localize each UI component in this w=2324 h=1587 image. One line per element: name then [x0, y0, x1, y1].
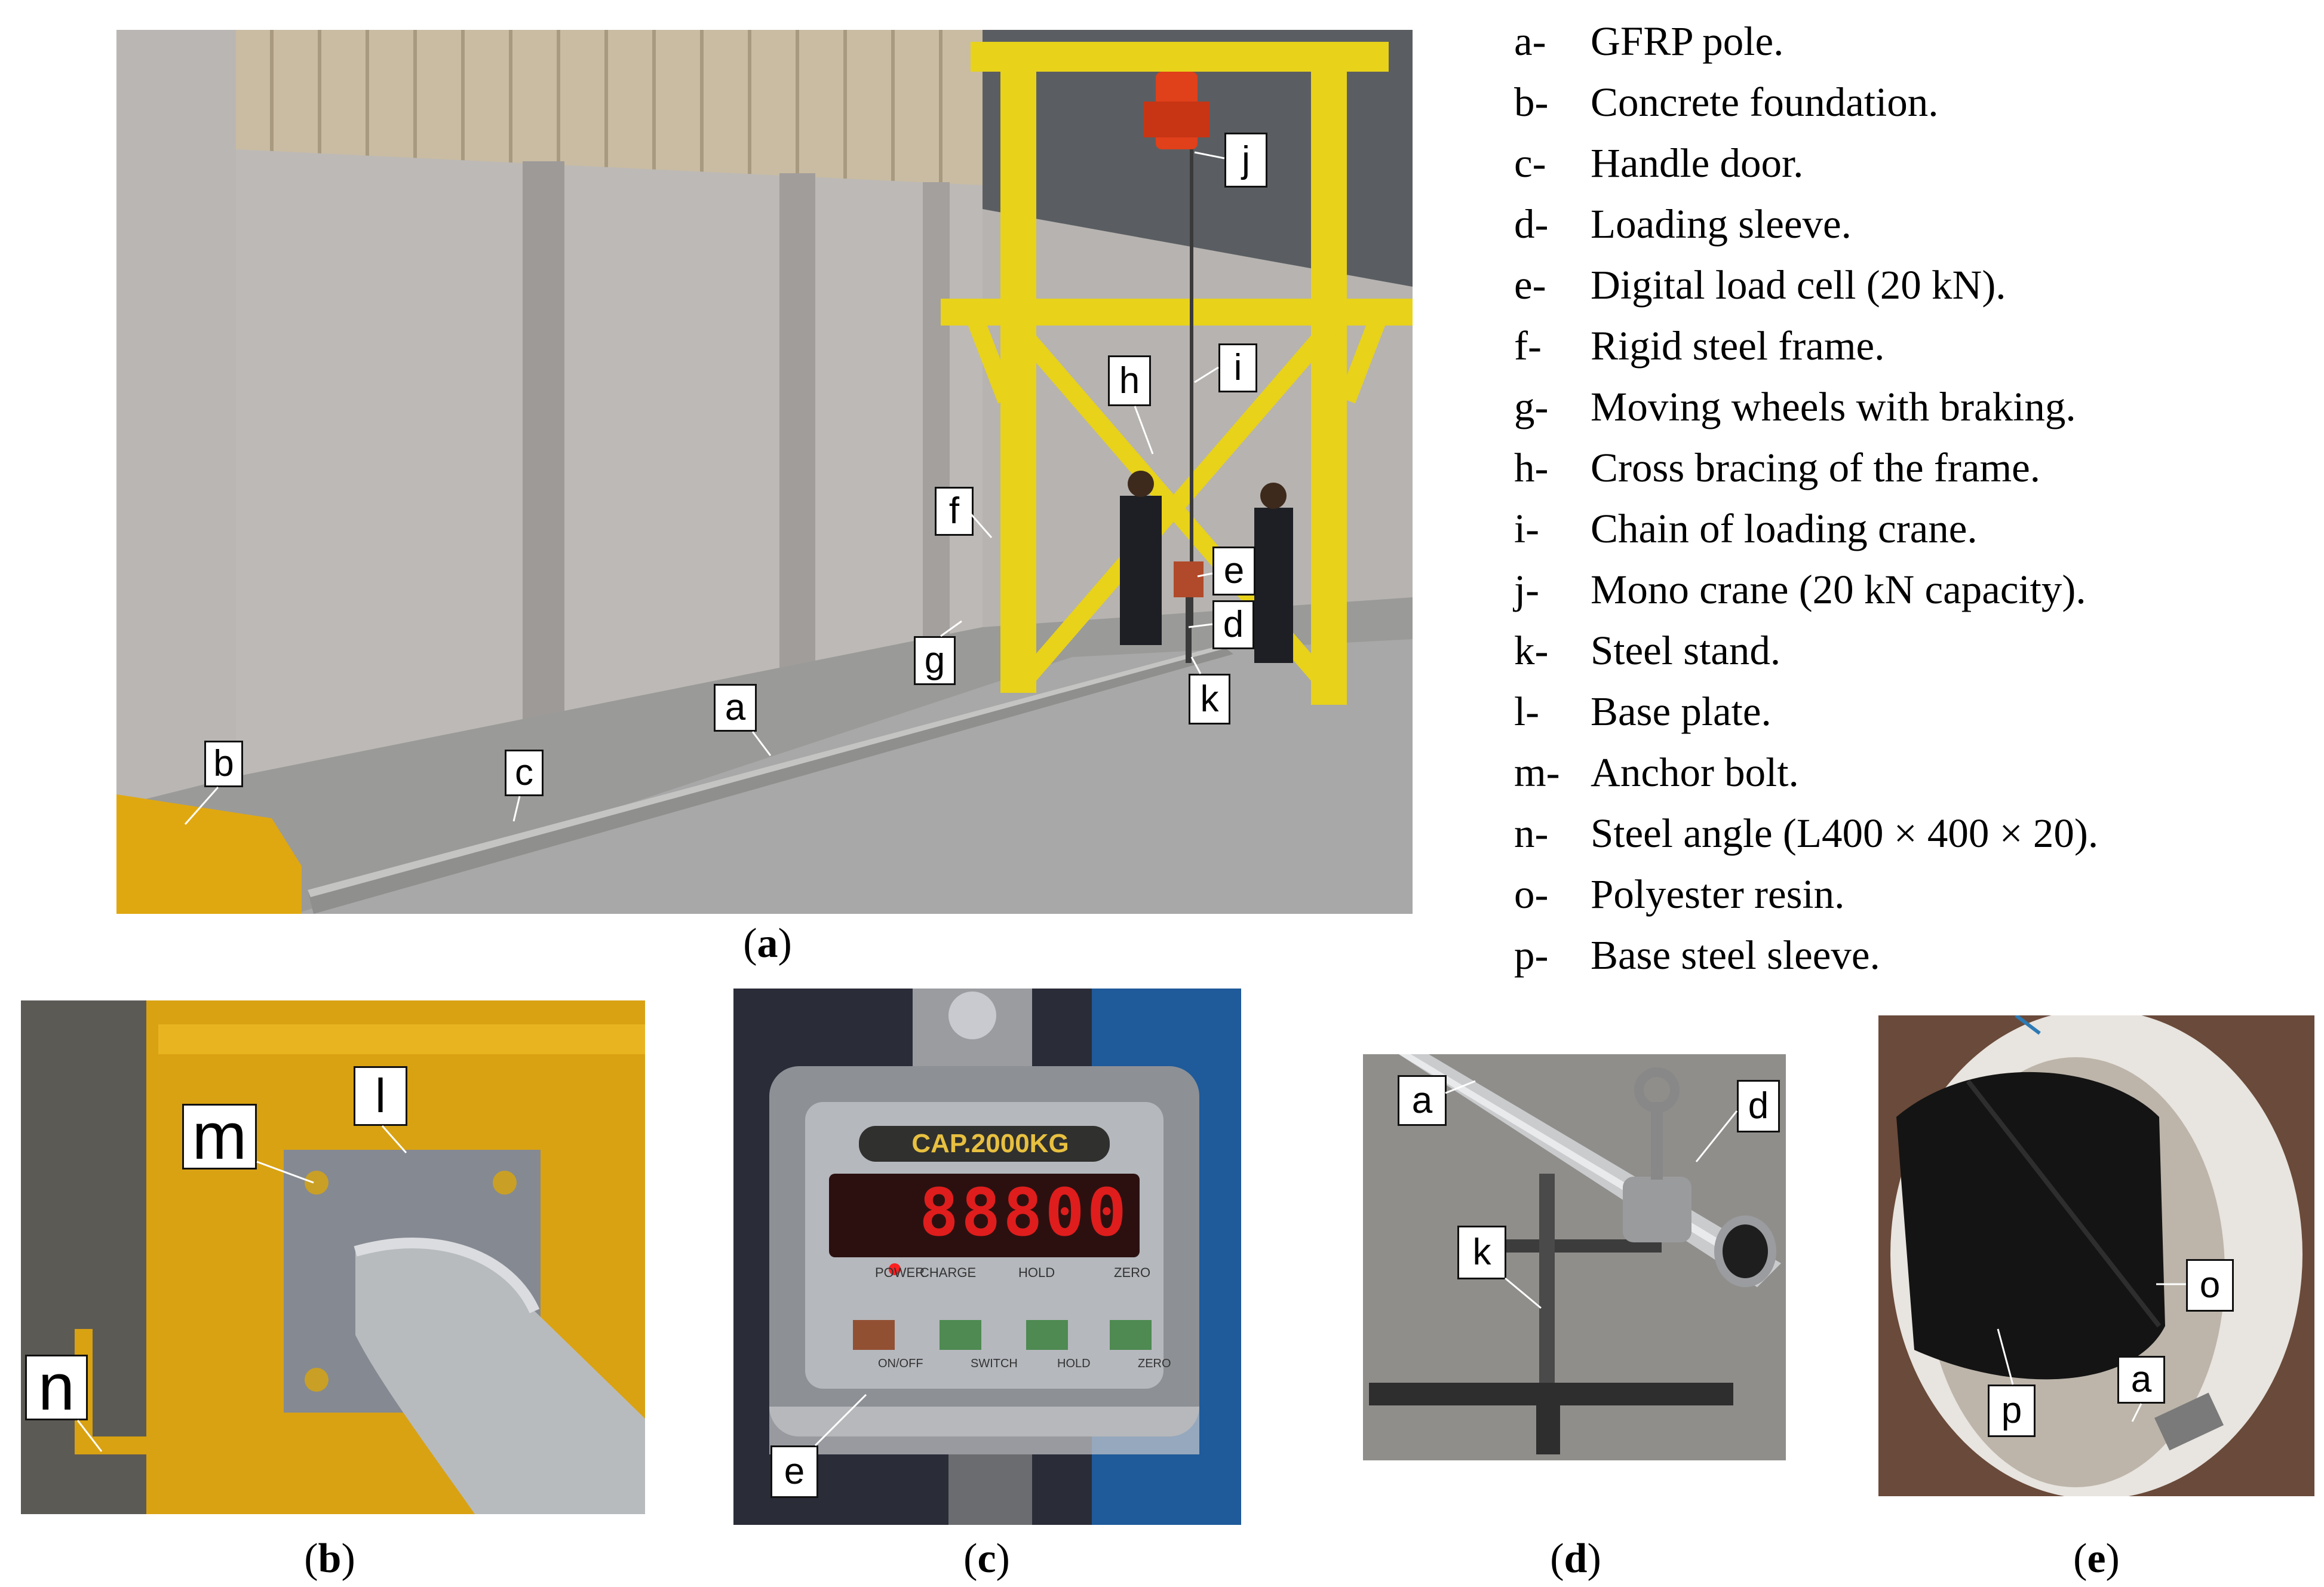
label-o-detail: o: [2186, 1259, 2234, 1312]
label-g: g: [914, 636, 956, 685]
legend-row-a: a-GFRP pole.: [1514, 19, 1784, 64]
photo-c: [733, 989, 1241, 1525]
label-d-detail: d: [1737, 1080, 1780, 1132]
label-e-detail: e: [770, 1445, 818, 1498]
switch-on-off: ON/OFF: [878, 1357, 923, 1370]
label-l: l: [354, 1066, 407, 1126]
indicator-charge: CHARGE: [920, 1265, 977, 1280]
label-k-detail: k: [1457, 1226, 1506, 1279]
legend-row-n: n-Steel angle (L400 × 400 × 20).: [1514, 811, 2099, 856]
photo-a-scene: [116, 30, 1413, 914]
caption-e: (e): [2073, 1536, 2120, 1582]
label-m: m: [182, 1104, 257, 1169]
label-i: i: [1218, 343, 1257, 392]
legend-row-o: o-Polyester resin.: [1514, 871, 1845, 917]
label-p-detail: p: [1988, 1385, 2036, 1437]
label-f: f: [935, 487, 974, 536]
switch-switch: SWITCH: [971, 1357, 1018, 1370]
label-e: e: [1212, 547, 1255, 595]
load-cell-led-display: 88800: [848, 1177, 1129, 1248]
label-b: b: [204, 741, 243, 787]
caption-c: (c): [963, 1536, 1010, 1582]
legend-row-p: p-Base steel sleeve.: [1514, 932, 1880, 978]
photo-b-scene: [21, 1000, 645, 1514]
indicator-zero: ZERO: [1114, 1265, 1151, 1280]
legend-row-j: j-Mono crane (20 kN capacity).: [1514, 567, 2086, 612]
indicator-hold: HOLD: [1018, 1265, 1055, 1280]
indicator-power: POWER: [875, 1265, 925, 1280]
legend-row-f: f-Rigid steel frame.: [1514, 323, 1885, 369]
legend-row-i: i-Chain of loading crane.: [1514, 506, 1978, 551]
load-cell-capacity: CAP.2000KG: [911, 1129, 1069, 1158]
legend-row-h: h-Cross bracing of the frame.: [1514, 445, 2041, 490]
legend-row-m: m-Anchor bolt.: [1514, 750, 1799, 795]
label-k: k: [1189, 674, 1230, 725]
legend-row-c: c-Handle door.: [1514, 140, 1804, 186]
label-a-detail-e: a: [2117, 1356, 2165, 1404]
switch-zero: ZERO: [1138, 1357, 1171, 1370]
label-h: h: [1108, 355, 1151, 406]
photo-e-scene: [1878, 1015, 2314, 1496]
legend-row-b: b-Concrete foundation.: [1514, 79, 1939, 125]
label-n: n: [25, 1355, 88, 1420]
photo-e: [1878, 1015, 2314, 1496]
label-a-detail: a: [1398, 1075, 1447, 1126]
photo-c-scene: [733, 989, 1241, 1525]
legend-row-d: d-Loading sleeve.: [1514, 201, 1852, 247]
legend-row-l: l-Base plate.: [1514, 689, 1772, 734]
photo-b: [21, 1000, 645, 1514]
caption-a: (a): [743, 920, 792, 966]
label-c: c: [505, 750, 544, 796]
legend-row-e: e-Digital load cell (20 kN).: [1514, 262, 2006, 308]
label-d: d: [1212, 600, 1254, 649]
caption-b: (b): [304, 1536, 355, 1582]
legend-row-g: g-Moving wheels with braking.: [1514, 384, 2076, 429]
led-digits: 88800: [919, 1174, 1129, 1251]
legend-row-k: k-Steel stand.: [1514, 628, 1781, 673]
caption-d: (d): [1550, 1536, 1601, 1582]
label-j: j: [1224, 133, 1267, 188]
photo-a: [116, 30, 1413, 914]
label-a: a: [714, 684, 757, 732]
switch-hold: HOLD: [1057, 1357, 1091, 1370]
